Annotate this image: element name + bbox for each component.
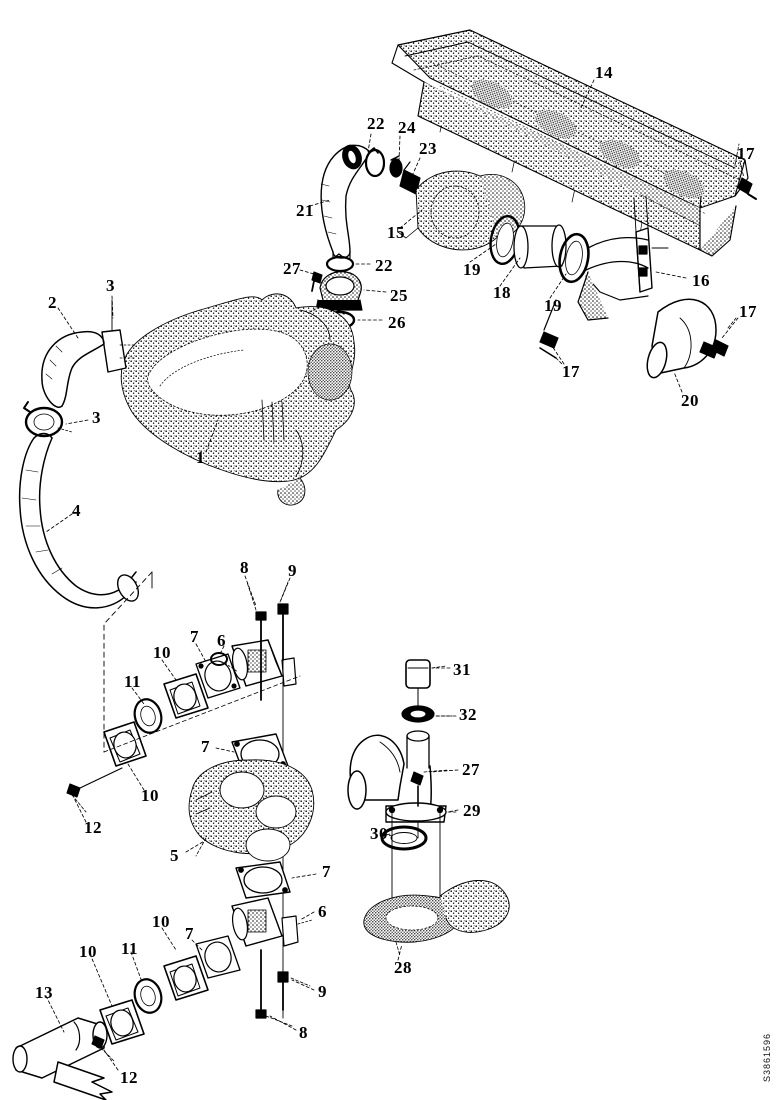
callout-22-b: 22 [375, 256, 393, 275]
elbow-29 [347, 734, 459, 823]
callout-24: 24 [398, 118, 416, 137]
callout-19-b: 19 [544, 296, 562, 315]
washer-6-upper [210, 652, 239, 673]
callout-15: 15 [387, 223, 405, 242]
clamp-3-lower [23, 401, 73, 438]
callout-9-a: 9 [288, 561, 297, 580]
valve-body-15 [397, 170, 526, 251]
callout-5: 5 [170, 846, 179, 865]
riser-tube [406, 730, 430, 769]
callout-16: 16 [692, 271, 710, 290]
callout-22-a: 22 [367, 114, 385, 133]
callout-4: 4 [72, 501, 81, 520]
bolt-12-lower [91, 1035, 116, 1063]
base-flange-28 [363, 880, 510, 957]
callout-9-b: 9 [318, 982, 327, 1001]
callout-20: 20 [681, 391, 699, 410]
callout-32: 32 [459, 705, 477, 724]
hose-4 [18, 432, 140, 609]
callout-19-a: 19 [463, 260, 481, 279]
bolt-17-lower-right [711, 317, 737, 357]
seal-32 [401, 705, 453, 723]
bolt-17-top [734, 143, 757, 200]
callout-10-b: 10 [141, 786, 159, 805]
bolt-27-upper [311, 271, 323, 292]
callout-2: 2 [48, 293, 57, 312]
callout-6-upper: 6 [217, 631, 226, 650]
callout-18: 18 [493, 283, 511, 302]
callout-30: 30 [370, 824, 388, 843]
gasket-7-lower-mid [235, 861, 291, 899]
callout-26: 26 [388, 313, 406, 332]
hose-2 [41, 330, 105, 409]
callout-21: 21 [296, 201, 314, 220]
engine-block-1 [120, 293, 361, 506]
callout-31: 31 [453, 660, 471, 679]
bolt-8-long [246, 581, 267, 701]
cap-31 [405, 659, 447, 707]
callout-7-b: 7 [201, 737, 210, 756]
callout-17-c: 17 [562, 362, 580, 381]
clamp-19-right [558, 232, 590, 284]
callout-25: 25 [390, 286, 408, 305]
outlet-tube-13 [12, 1017, 108, 1079]
callout-23: 23 [419, 139, 437, 158]
bolt-8-lower [255, 949, 293, 1027]
callout-17-b: 17 [739, 302, 757, 321]
callout-3-upper: 3 [106, 276, 115, 295]
callout-29: 29 [463, 801, 481, 820]
bolt-12-upper [66, 767, 123, 813]
callout-13: 13 [35, 983, 53, 1002]
callout-1: 1 [196, 448, 205, 467]
callout-12-a: 12 [84, 818, 102, 837]
upper-manifold-body [391, 29, 749, 257]
callout-11-a: 11 [124, 672, 142, 691]
callout-7-a: 7 [190, 627, 199, 646]
callout-10-d: 10 [79, 942, 97, 961]
flange-10-lower [163, 955, 209, 1001]
callout-12-b: 12 [120, 1068, 138, 1087]
bolt-17-lower-left [539, 299, 563, 365]
callout-7-c: 7 [322, 862, 331, 881]
clamp-22-top [342, 144, 386, 178]
bolt-27-lower [410, 769, 449, 807]
elbow-20 [646, 298, 719, 379]
callout-8-a: 8 [240, 558, 249, 577]
manifold-5 [188, 759, 315, 862]
callout-3-lower: 3 [92, 408, 101, 427]
sleeve-18 [513, 224, 567, 269]
ring-11-lower [133, 978, 163, 1014]
fitting-24 [389, 155, 403, 178]
throttle-body-6-lower [231, 897, 313, 947]
direction-arrow [53, 1061, 113, 1100]
gasket-7-lowest [195, 935, 241, 979]
callout-6-lower: 6 [318, 902, 327, 921]
housing-stack-25 [315, 253, 363, 353]
sheet-reference-code: S3861596 [762, 1032, 772, 1082]
gasket-7-upper [195, 653, 241, 699]
flange-10-upper [163, 673, 209, 719]
callout-10-a: 10 [153, 643, 171, 662]
callout-8-b: 8 [299, 1023, 308, 1042]
callout-27-b: 27 [462, 760, 480, 779]
flange-10-lowest [99, 999, 145, 1045]
callout-11-b: 11 [121, 939, 139, 958]
callout-28: 28 [394, 958, 412, 977]
bracket-16 [635, 227, 669, 293]
bolt-9-lower [277, 971, 311, 1011]
callout-27-a: 27 [283, 259, 301, 278]
gasket-30 [380, 825, 428, 851]
callout-10-c: 10 [152, 912, 170, 931]
throttle-body-6-upper [231, 639, 297, 687]
ring-11-upper [133, 698, 163, 734]
callout-14: 14 [595, 63, 613, 82]
connector-pipe [577, 236, 649, 321]
callout-17-a: 17 [737, 144, 755, 163]
callout-7-d: 7 [185, 924, 194, 943]
